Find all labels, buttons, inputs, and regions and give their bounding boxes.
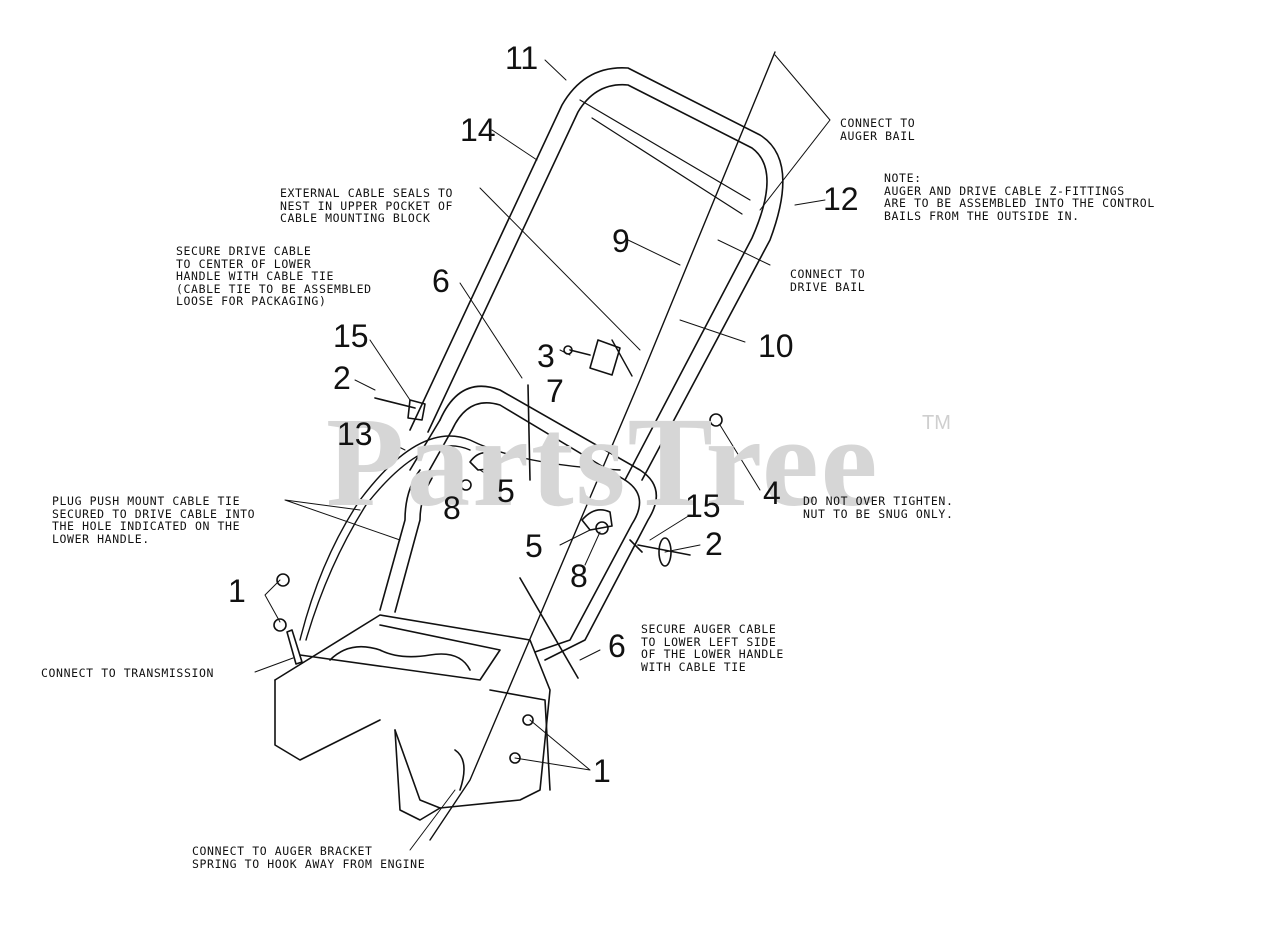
note-plug-push-mount: PLUG PUSH MOUNT CABLE TIE SECURED TO DRI… [52, 494, 256, 546]
watermark-logo: PartsTree [326, 391, 880, 533]
hardware [374, 397, 723, 567]
callout-6-upper: 6 [432, 263, 450, 299]
note-connect-transmission: CONNECT TO TRANSMISSION [41, 666, 215, 680]
chassis-frame [273, 573, 551, 821]
callout-2-left: 2 [333, 360, 351, 396]
callout-1-left: 1 [228, 573, 246, 609]
callout-15-left: 15 [333, 318, 369, 354]
note-external-seals: EXTERNAL CABLE SEALS TO NEST IN UPPER PO… [280, 186, 454, 225]
note-do-not-overtighten: DO NOT OVER TIGHTEN. NUT TO BE SNUG ONLY… [803, 494, 954, 521]
watermark-trademark: TM [922, 412, 951, 434]
cable-tie-lower [519, 577, 579, 679]
callout-9: 9 [612, 223, 630, 259]
callout-7: 7 [546, 373, 564, 409]
callout-15-right: 15 [685, 488, 721, 524]
cable-tie-upper [527, 384, 531, 481]
callout-8-left: 8 [443, 490, 461, 526]
callout-5-right: 5 [525, 528, 543, 564]
callout-1-right: 1 [593, 753, 611, 789]
cable-mounting-block [563, 339, 621, 376]
callout-4: 4 [763, 475, 781, 511]
note-connect-drive-bail: CONNECT TO DRIVE BAIL [790, 267, 866, 294]
callout-8-right: 8 [570, 558, 588, 594]
callout-6-lower: 6 [608, 628, 626, 664]
callout-12: 12 [823, 181, 859, 217]
callout-14: 14 [460, 112, 496, 148]
callout-10: 10 [758, 328, 794, 364]
lower-handle [379, 385, 658, 661]
leader-lines [254, 54, 831, 851]
callout-2-right: 2 [705, 526, 723, 562]
note-secure-drive-cable: SECURE DRIVE CABLE TO CENTER OF LOWER HA… [176, 244, 372, 308]
drive-cable [299, 435, 621, 641]
upper-handle [409, 67, 784, 481]
callout-3: 3 [537, 338, 555, 374]
note-zfitting: NOTE: AUGER AND DRIVE CABLE Z-FITTINGS A… [884, 171, 1155, 223]
note-connect-auger-bail: CONNECT TO AUGER BAIL [840, 116, 916, 143]
callout-5-left: 5 [497, 473, 515, 509]
callout-13: 13 [337, 416, 373, 452]
callout-11: 11 [505, 40, 539, 76]
note-connect-auger-bracket: CONNECT TO AUGER BRACKET SPRING TO HOOK … [192, 844, 426, 871]
note-secure-auger-cable: SECURE AUGER CABLE TO LOWER LEFT SIDE OF… [641, 622, 784, 674]
